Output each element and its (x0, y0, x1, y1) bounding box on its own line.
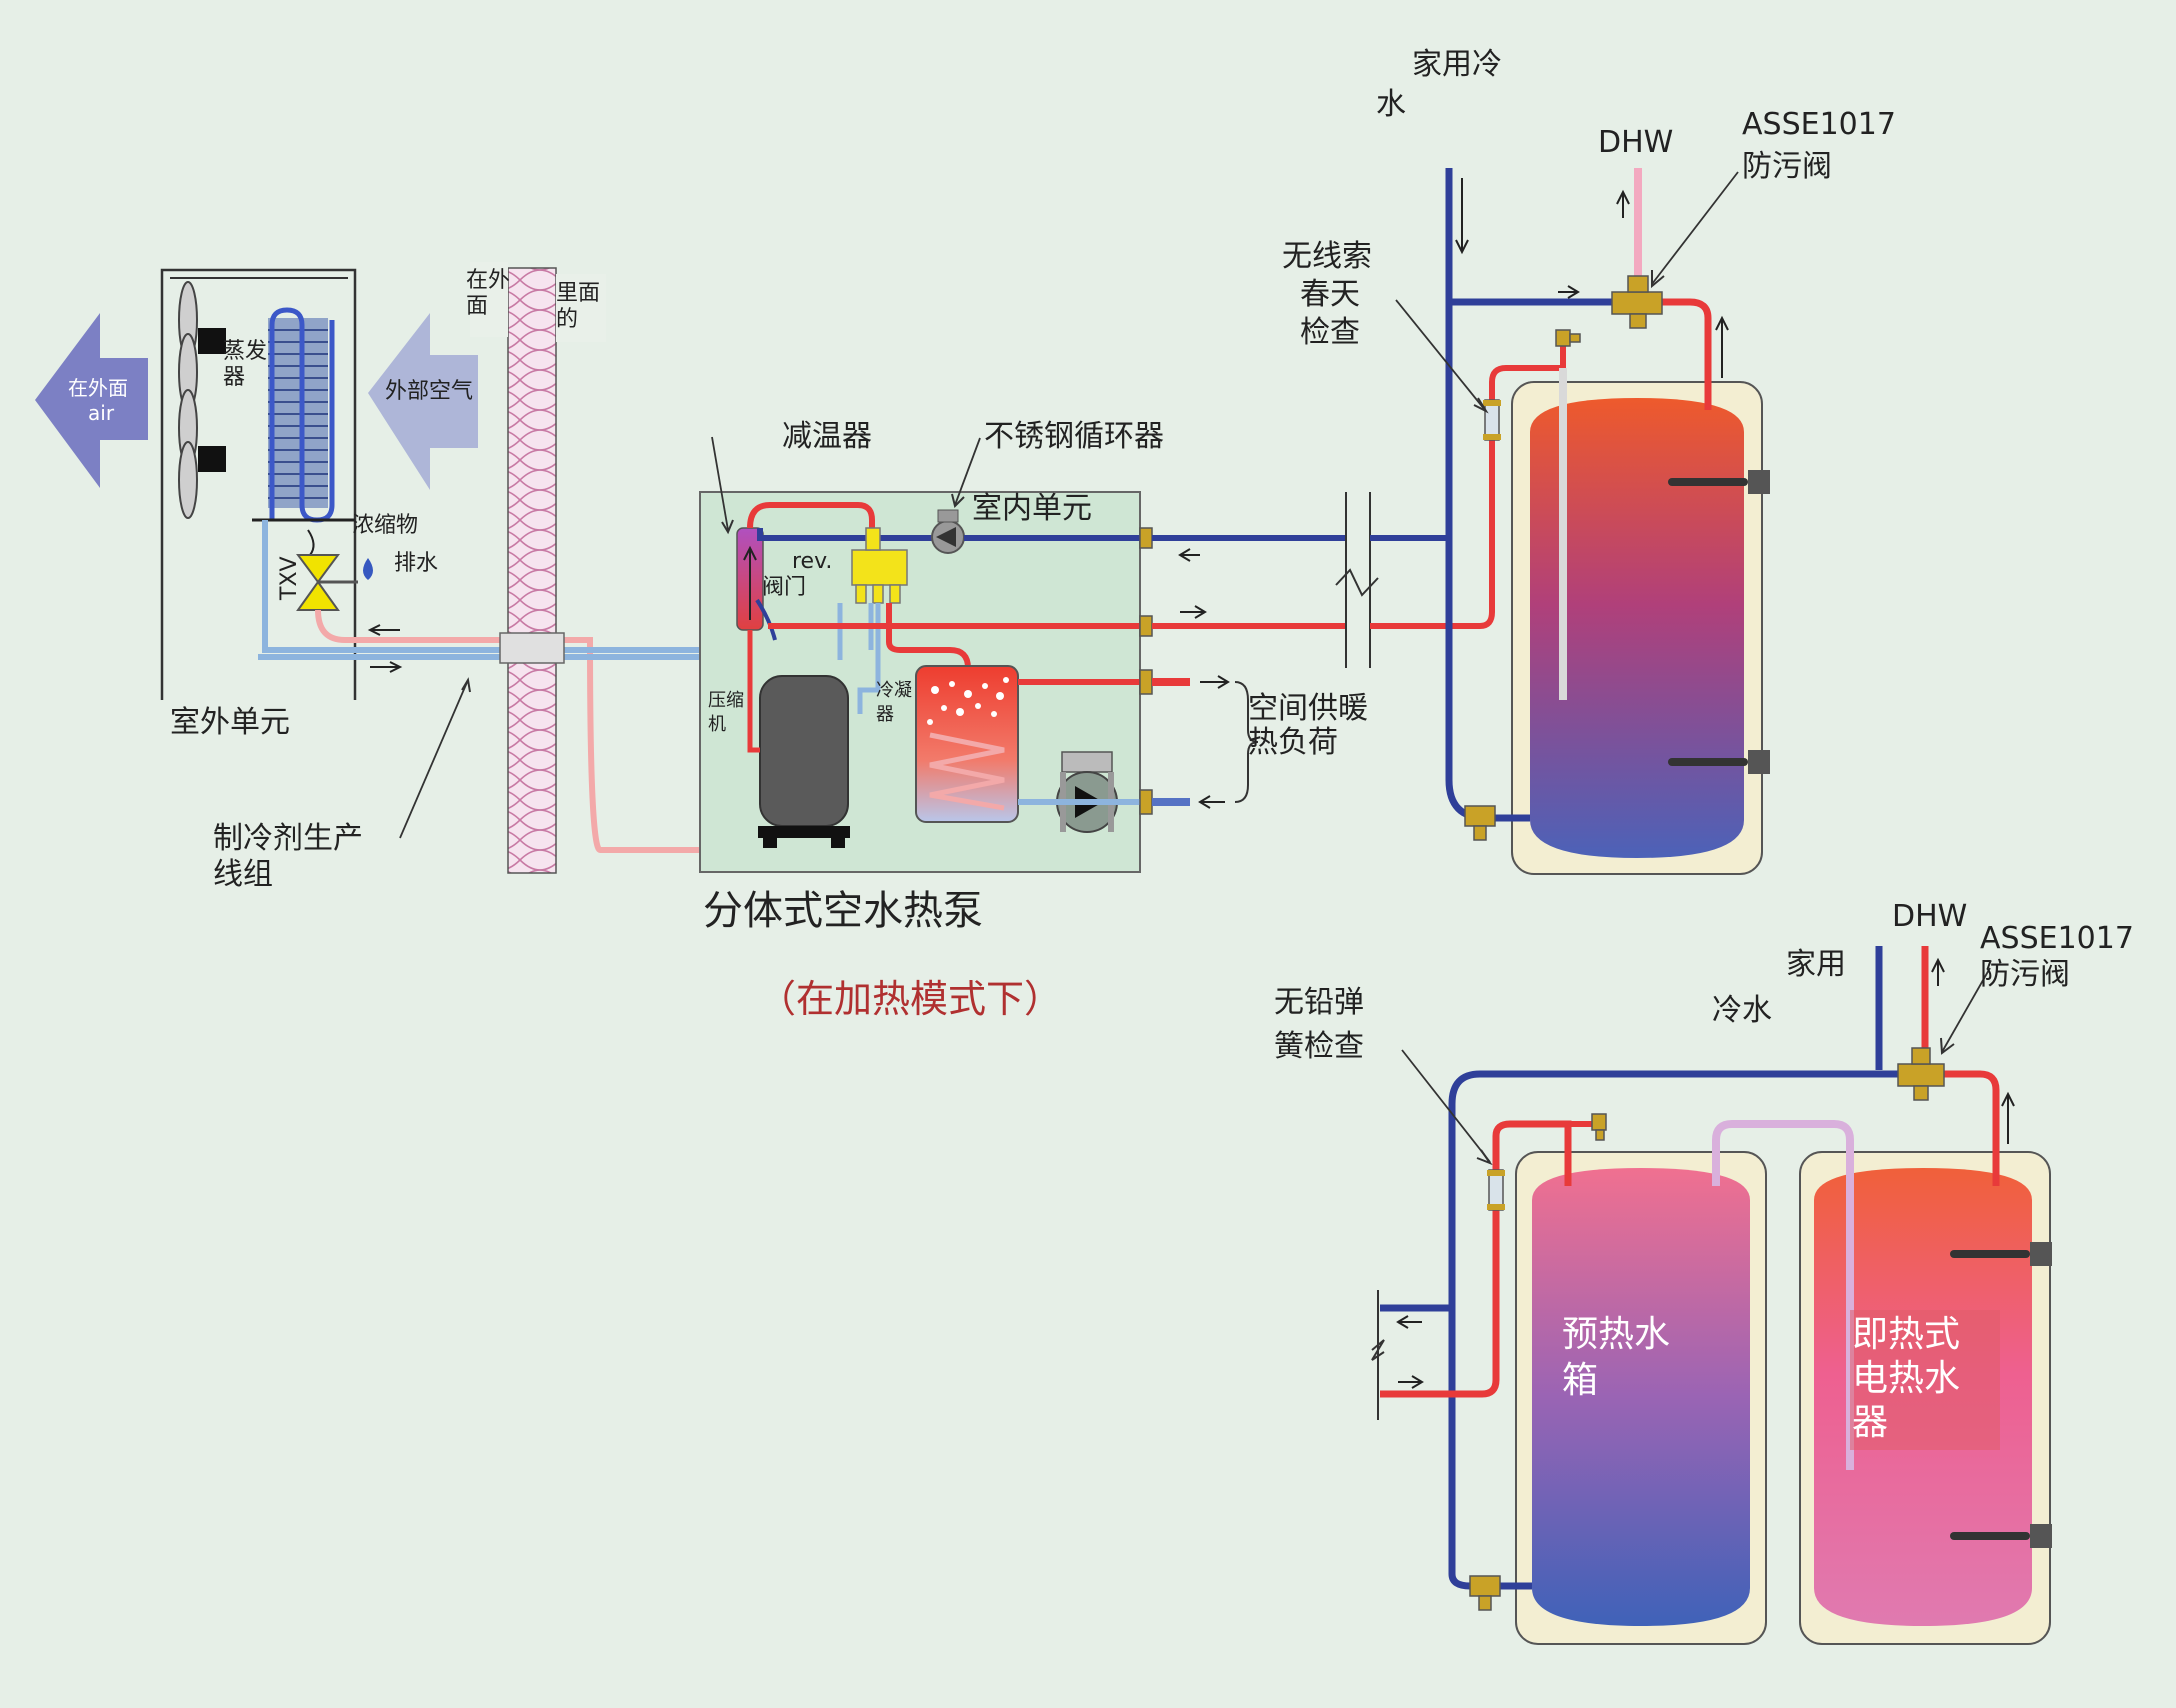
electric-heater-label-1: 即热式 (1852, 1314, 1960, 1355)
dhw-bottom-label: DHW (1892, 899, 1967, 934)
preheat-tank-label-1: 预热水 (1562, 1314, 1670, 1355)
mode-note: （在加热模式下） (758, 977, 1062, 1021)
domestic-cold-label-2: 水 (1376, 87, 1406, 122)
drain-label: 排水 (394, 551, 438, 576)
reversing-valve: rev. 阀门 (762, 527, 908, 604)
electric-heater-label-3: 器 (1852, 1402, 1888, 1443)
system-title: 分体式空水热泵 (703, 888, 983, 934)
check-bottom-label-2: 簧检查 (1274, 1029, 1364, 1064)
outside-label-2: 面 (466, 294, 488, 319)
electric-heater-label-2: 电热水 (1852, 1358, 1960, 1399)
domestic-cold-bottom-label-2: 冷水 (1712, 993, 1772, 1028)
lineset-label-1: 制冷剂生产 (213, 821, 363, 856)
upper-relief-valve (1555, 329, 1581, 347)
asse-bottom-label-2: 防污阀 (1980, 957, 2070, 992)
rev-valve-label-1: rev. (792, 549, 832, 574)
asse-bottom-label-1: ASSE1017 (1980, 921, 2134, 956)
wall-insulation: 在外 面 里面 的 (466, 262, 606, 874)
exhaust-air-label-2: air (88, 401, 115, 425)
txv-label: TXV (277, 556, 302, 601)
upper-tank-body (1530, 398, 1744, 858)
preheat-tank-body (1532, 1168, 1750, 1626)
domestic-cold-bottom-label-1: 家用 (1786, 947, 1846, 982)
compressor-label-1: 压缩 (708, 690, 744, 711)
lower-drain-valve (1469, 1575, 1501, 1611)
compressor-label-2: 机 (708, 714, 726, 735)
check-top-label-3: 检查 (1300, 315, 1360, 350)
desuperheater (711, 436, 764, 631)
drain-drop-icon (363, 558, 373, 580)
indoor-hydronic-pipes: 空间供暖 热负荷 (768, 365, 1560, 815)
exhaust-air-label-1: 在外面 (68, 376, 128, 400)
space-heating-label-1: 空间供暖 (1248, 691, 1368, 726)
evaporator-label-1: 蒸发 (223, 339, 267, 364)
space-heating-label-2: 热负荷 (1248, 725, 1338, 760)
upper-drain-valve (1464, 805, 1496, 841)
outside-label-1: 在外 (466, 268, 510, 293)
indoor-unit-label: 室内单元 (972, 491, 1092, 526)
indoor-unit: 室内单元 rev. 阀门 (699, 436, 1141, 873)
preheat-tank-label-2: 箱 (1562, 1360, 1598, 1401)
outdoor-unit: TXV 蒸发 器 浓缩物 排水 室外单元 (160, 268, 438, 740)
condenser: 冷凝 器 (876, 665, 1019, 823)
inside-label-2: 的 (556, 307, 578, 332)
outdoor-air-label: 外部空气 (385, 379, 473, 404)
inside-label-1: 里面 (556, 281, 600, 306)
outdoor-air-intake-arrow: 外部空气 (368, 313, 478, 490)
asse-top-label-2: 防污阀 (1742, 149, 1832, 184)
upper-mixing-valve (1611, 275, 1663, 329)
outdoor-unit-label: 室外单元 (170, 705, 290, 740)
upper-check-valve (1483, 399, 1501, 441)
ss-circulator (931, 437, 981, 554)
lineset-label-2: 线组 (213, 857, 273, 892)
circulator-pump (1056, 751, 1118, 833)
evaporator-coil (268, 307, 335, 523)
check-bottom-label-1: 无铅弹 (1274, 985, 1364, 1020)
lower-relief-valve (1591, 1113, 1607, 1141)
condensate-label: 浓缩物 (352, 513, 418, 538)
check-top-label-1: 无线索 (1282, 239, 1372, 274)
exhaust-air-arrow: 在外面 air (35, 313, 148, 488)
dhw-top-label: DHW (1598, 125, 1673, 160)
lower-mixing-valve (1897, 1047, 1945, 1101)
lower-check-valve (1487, 1169, 1505, 1211)
condenser-label-2: 器 (876, 704, 894, 725)
compressor: 压缩 机 (708, 675, 850, 848)
desuperheater-label: 减温器 (782, 419, 872, 454)
asse-top-label-1: ASSE1017 (1742, 107, 1896, 142)
condenser-label-1: 冷凝 (876, 680, 912, 701)
ss-circulator-label: 不锈钢循环器 (984, 419, 1164, 454)
check-top-label-2: 春天 (1300, 277, 1360, 312)
rev-valve-label-2: 阀门 (762, 575, 806, 600)
outdoor-fan-blades (178, 281, 226, 519)
upper-tank-system: 家用冷 水 DHW ASSE1017 防污阀 无线索 春天 检查 (1282, 47, 1896, 875)
domestic-cold-label-1: 家用冷 (1412, 47, 1502, 82)
evaporator-label-2: 器 (223, 365, 245, 390)
txv-valve: TXV (277, 554, 358, 611)
lower-tank-system: DHW 家用 冷水 ASSE1017 防污阀 无铅弹 簧检查 预热水 箱 即热式… (1274, 899, 2134, 1645)
